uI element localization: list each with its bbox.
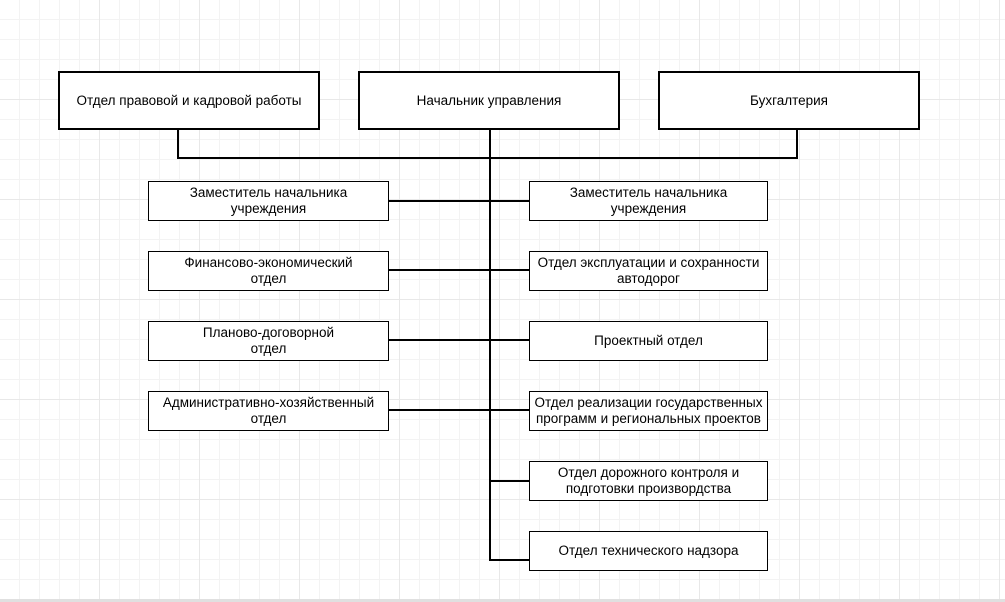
- node-project-department[interactable]: Проектный отдел: [529, 321, 768, 361]
- connector-top-horizontal: [177, 157, 798, 159]
- node-label: Заместитель начальника учреждения: [189, 185, 348, 216]
- node-label: Заместитель начальника учреждения: [569, 185, 728, 216]
- node-label: Отдел реализации государственных програм…: [534, 395, 763, 426]
- node-label: Отдел технического надзора: [558, 543, 739, 559]
- node-label: Отдел дорожного контроля и подготовки пр…: [557, 465, 740, 496]
- node-label: Бухгалтерия: [750, 92, 828, 108]
- connector-row-2: [389, 269, 529, 271]
- connector-row-5: [490, 480, 529, 482]
- node-road-maintenance-department[interactable]: Отдел эксплуатации и сохранности автодор…: [529, 251, 768, 291]
- node-label: Отдел эксплуатации и сохранности автодор…: [537, 255, 760, 286]
- node-label: Начальник управления: [416, 92, 562, 108]
- node-planning-contract-department[interactable]: Планово-договорной отдел: [148, 321, 389, 361]
- node-head-of-administration[interactable]: Начальник управления: [358, 71, 620, 130]
- connector-accounting-stub: [796, 130, 798, 159]
- connector-main-vertical: [489, 130, 491, 561]
- node-label: Проектный отдел: [594, 333, 703, 349]
- canvas-bottom-edge: [0, 599, 1005, 602]
- node-deputy-head-right[interactable]: Заместитель начальника учреждения: [529, 181, 768, 221]
- node-label: Финансово-экономический отдел: [184, 255, 353, 286]
- node-label: Административно-хозяйственный отдел: [162, 395, 375, 426]
- node-label: Отдел правовой и кадровой работы: [76, 92, 302, 108]
- node-legal-hr-department[interactable]: Отдел правовой и кадровой работы: [58, 71, 320, 130]
- node-technical-supervision-department[interactable]: Отдел технического надзора: [529, 531, 768, 571]
- node-state-programs-department[interactable]: Отдел реализации государственных програм…: [529, 391, 768, 431]
- node-road-control-department[interactable]: Отдел дорожного контроля и подготовки пр…: [529, 461, 768, 501]
- node-finance-economic-department[interactable]: Финансово-экономический отдел: [148, 251, 389, 291]
- node-accounting[interactable]: Бухгалтерия: [658, 71, 920, 130]
- connector-legal-hr-stub: [177, 130, 179, 159]
- node-label: Планово-договорной отдел: [202, 325, 335, 356]
- node-administrative-economic-department[interactable]: Административно-хозяйственный отдел: [148, 391, 389, 431]
- connector-row-6: [489, 559, 529, 561]
- connector-row-3: [389, 339, 529, 341]
- connector-row-1: [389, 200, 529, 202]
- node-deputy-head-left[interactable]: Заместитель начальника учреждения: [148, 181, 389, 221]
- connector-row-4: [389, 409, 529, 411]
